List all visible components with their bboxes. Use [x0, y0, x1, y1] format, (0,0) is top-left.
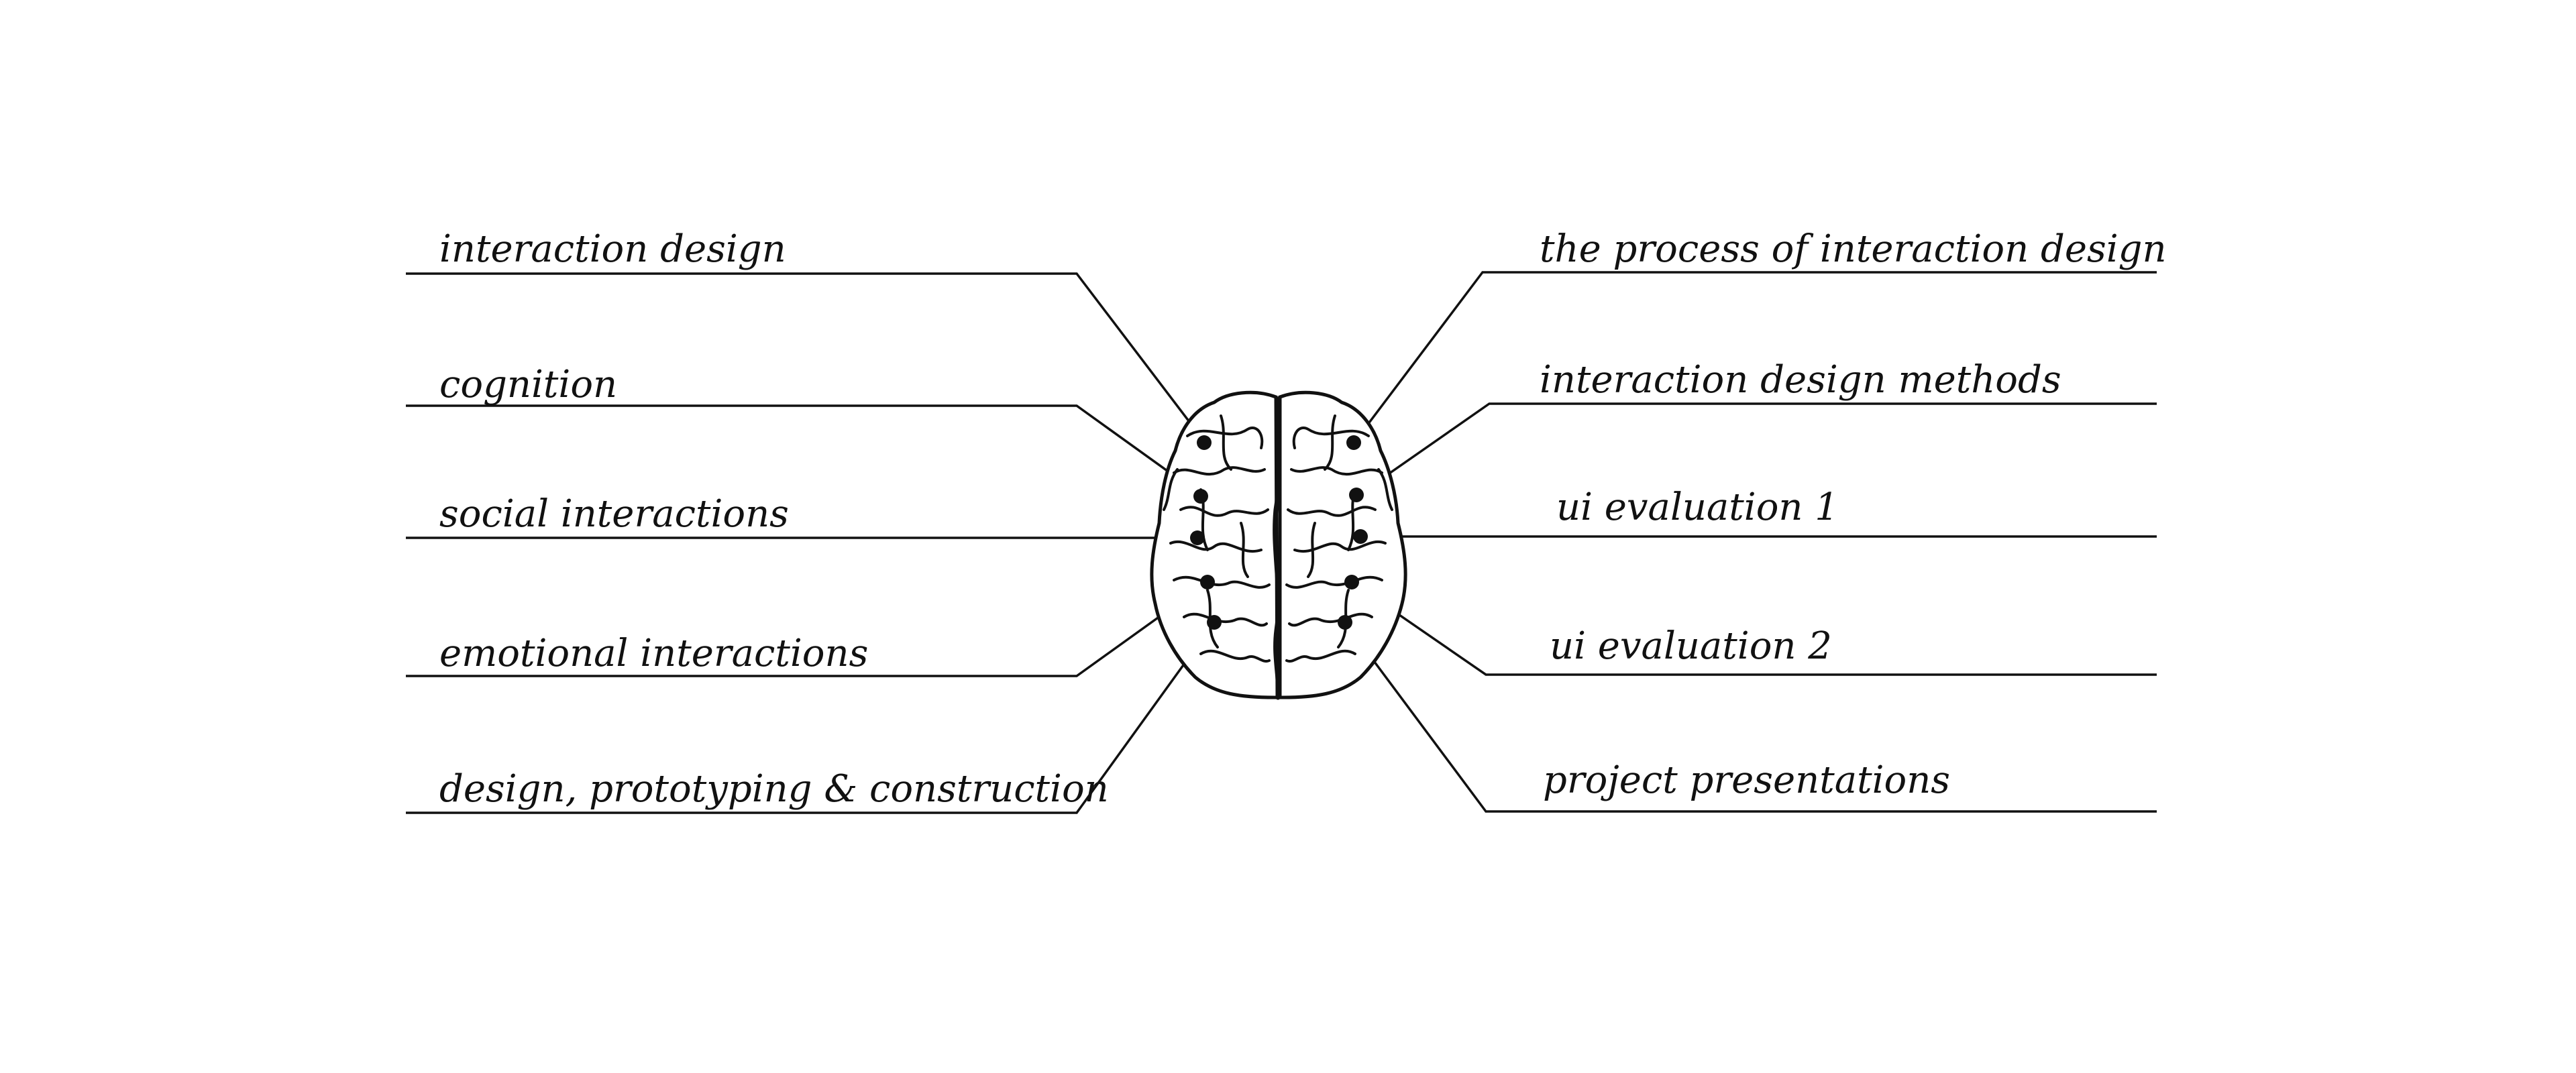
marker-dot-right-4 — [1344, 575, 1359, 589]
brain-folds-right — [1285, 414, 1393, 663]
right-labels: the process of interaction design intera… — [1540, 227, 2167, 802]
label-cognition: cognition — [439, 363, 617, 406]
leader-line-right-5 — [1344, 621, 2157, 813]
label-ui-evaluation-1: ui evaluation 1 — [1556, 486, 1839, 529]
leader-line-left-1 — [406, 272, 1205, 443]
marker-dot-left-2 — [1193, 489, 1208, 504]
marker-dot-left-4 — [1200, 575, 1215, 589]
marker-dot-right-1 — [1346, 435, 1361, 450]
leader-line-left-2 — [406, 404, 1202, 496]
marker-dot-left-1 — [1197, 435, 1212, 450]
leader-line-right-1 — [1354, 271, 2157, 443]
marker-dot-left-5 — [1207, 615, 1222, 630]
label-interaction-design: interaction design — [439, 227, 786, 271]
brain-icon — [1150, 390, 1407, 700]
marker-dot-left-3 — [1190, 530, 1205, 545]
leader-line-right-2 — [1357, 402, 2157, 496]
brain-markers — [1190, 435, 1368, 630]
label-ui-evaluation-2: ui evaluation 2 — [1550, 624, 1832, 668]
right-leaders — [1344, 271, 2157, 813]
label-interaction-design-methods: interaction design methods — [1540, 358, 2061, 402]
leader-line-left-5 — [406, 621, 1216, 814]
left-labels: interaction design cognition social inte… — [439, 227, 1109, 811]
label-design-prototyping-construction: design, prototyping & construction — [439, 767, 1109, 811]
marker-dot-right-3 — [1353, 529, 1368, 544]
label-emotional-interactions: emotional interactions — [439, 632, 868, 675]
label-social-interactions: social interactions — [439, 492, 789, 536]
brain-fissure — [1273, 396, 1281, 700]
marker-dot-right-2 — [1349, 488, 1364, 502]
left-leaders — [406, 272, 1216, 814]
label-project-presentations: project presentations — [1543, 758, 1950, 802]
label-process-of-interaction-design: the process of interaction design — [1540, 227, 2167, 271]
marker-dot-right-5 — [1338, 615, 1352, 630]
